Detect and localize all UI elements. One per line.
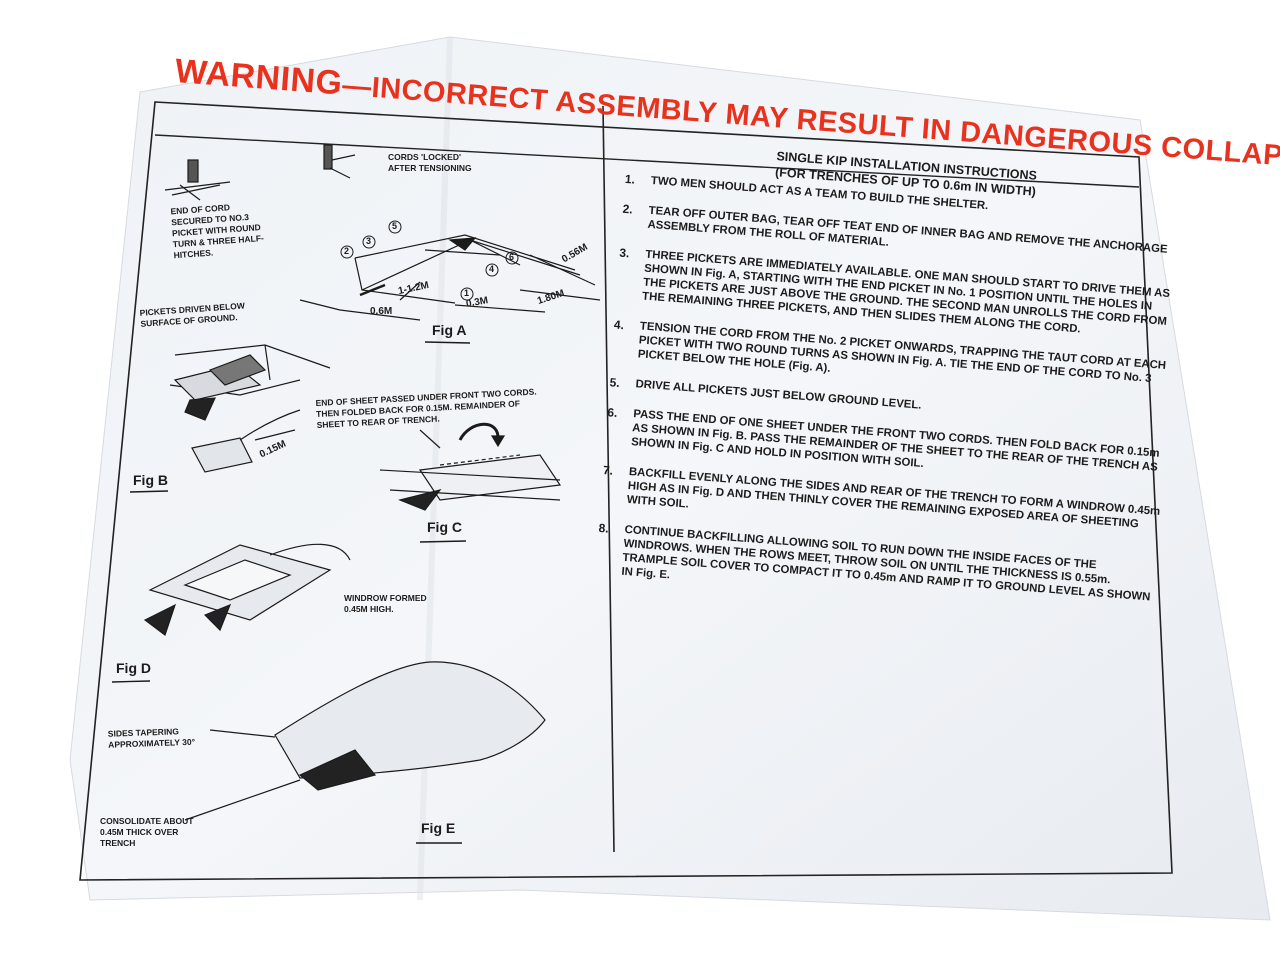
step-number: 1.: [624, 171, 636, 187]
label-cords-locked: CORDS 'LOCKED' AFTER TENSIONING: [388, 152, 472, 173]
caption-fig-d: Fig D: [116, 660, 151, 676]
instructions-column: SINGLE KIP INSTALLATION INSTRUCTIONS (FO…: [595, 138, 1186, 619]
picket-number-5: 5: [392, 221, 398, 231]
picket-number-4: 4: [489, 264, 495, 274]
caption-fig-b: Fig B: [133, 472, 168, 488]
instruction-steps: 1.TWO MEN SHOULD ACT AS A TEAM TO BUILD …: [595, 172, 1184, 619]
warning-dash: —: [341, 69, 373, 104]
step-number: 2.: [622, 201, 634, 217]
step-number: 7.: [602, 463, 614, 478]
picket-number-6: 6: [509, 252, 515, 262]
cord-locked-illustration: [323, 144, 356, 179]
step-number: 5.: [609, 375, 621, 391]
picket-knot-illustration: [164, 159, 231, 201]
column-divider: [602, 105, 615, 853]
fig-d-drawing: [143, 543, 351, 636]
picket-number-1: 1: [464, 288, 470, 298]
fig-a-drawing: [299, 234, 601, 321]
print-frame: [79, 101, 1173, 881]
fig-c-drawing: [379, 422, 562, 511]
step-number: 4.: [613, 317, 625, 333]
label-consolidate: CONSOLIDATE ABOUT 0.45m THICK OVER TRENC…: [100, 816, 194, 848]
caption-fig-a: Fig A: [432, 322, 467, 338]
fig-b-drawing: [169, 344, 331, 473]
picket-number-2: 2: [344, 246, 350, 256]
caption-fig-c: Fig C: [427, 519, 462, 535]
label-sides-tapering: SIDES TAPERING APPROXIMATELY 30°: [107, 726, 196, 750]
label-end-of-cord: END OF CORD SECURED TO No.3 PICKET WITH …: [170, 202, 265, 261]
caption-fig-e: Fig E: [421, 820, 456, 836]
dim-06: 0.6m: [370, 306, 393, 317]
label-windrow: WINDROW FORMED 0.45m HIGH.: [344, 593, 427, 614]
picket-number-3: 3: [366, 236, 372, 246]
step-number: 6.: [606, 405, 618, 420]
fig-e-drawing: [184, 661, 546, 821]
